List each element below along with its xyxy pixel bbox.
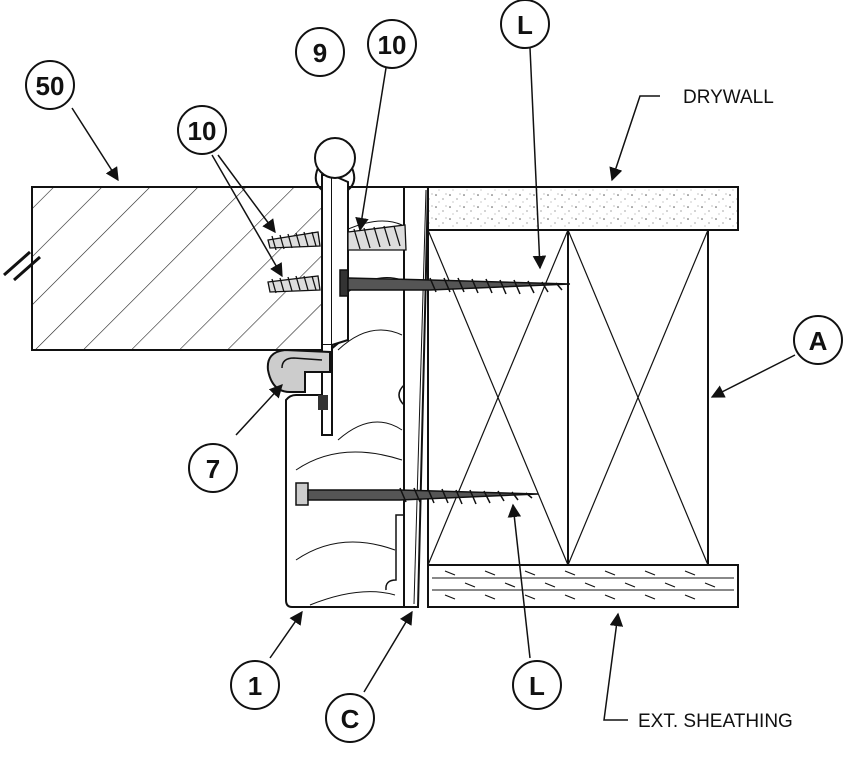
svg-text:7: 7: [206, 454, 220, 484]
bulb-seal: [266, 348, 331, 410]
callout-7: 7: [188, 443, 238, 493]
callout-c: C: [325, 693, 375, 743]
callout-a: A: [793, 315, 843, 365]
window-sash: [3, 186, 343, 351]
glazing-bead: [314, 137, 356, 436]
small-screws: [267, 224, 407, 294]
drywall-label: DRYWALL: [683, 87, 774, 108]
ext-sheathing-label: EXT. SHEATHING: [638, 711, 793, 732]
callout-l-top: L: [500, 0, 550, 49]
callout-l-bottom: L: [512, 660, 562, 710]
callout-10-right: 10: [367, 19, 417, 69]
svg-text:1: 1: [248, 671, 262, 701]
drywall-panel: [427, 186, 739, 231]
long-screws: [295, 269, 571, 506]
callout-9: 9: [295, 27, 345, 77]
callout-50: 50: [25, 60, 75, 110]
svg-text:10: 10: [378, 30, 407, 60]
callout-10-left: 10: [177, 105, 227, 155]
svg-text:L: L: [517, 10, 533, 40]
stud-framing: [427, 229, 709, 566]
callout-1: 1: [230, 660, 280, 710]
svg-text:10: 10: [188, 116, 217, 146]
exterior-sheathing-panel: [427, 564, 739, 608]
svg-text:A: A: [809, 326, 828, 356]
svg-text:50: 50: [36, 71, 65, 101]
svg-text:C: C: [341, 704, 360, 734]
svg-text:L: L: [529, 671, 545, 701]
leader-lines: [71, 47, 796, 721]
svg-text:9: 9: [313, 38, 327, 68]
shim-clip: [403, 186, 430, 608]
